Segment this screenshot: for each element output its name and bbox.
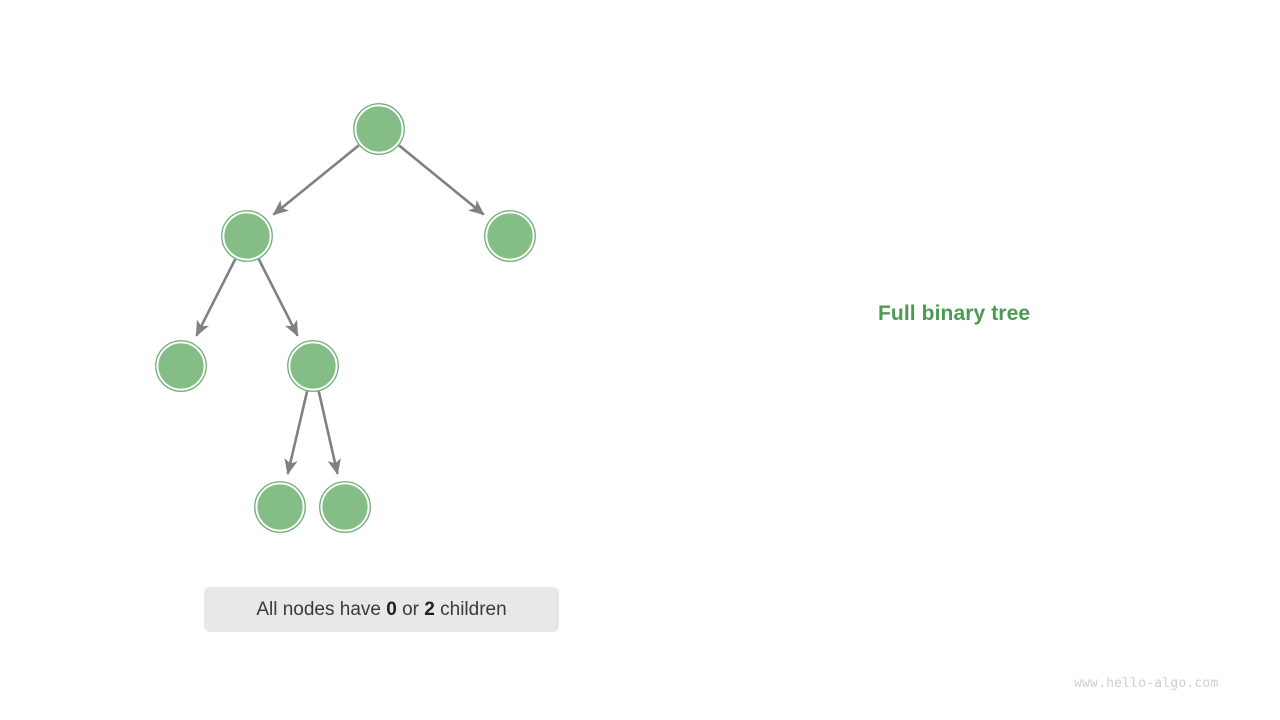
tree-node-gap: [222, 211, 272, 261]
tree-edge-layer: [195, 144, 485, 475]
tree-node-body: [258, 485, 302, 529]
tree-node-body: [225, 214, 269, 258]
tree-node-gap: [354, 104, 404, 154]
tree-node[interactable]: [254, 481, 306, 533]
tree-edge: [284, 391, 309, 475]
tree-node[interactable]: [287, 340, 339, 392]
tree-node-body: [291, 344, 335, 388]
caption-text: All nodes have 0 or 2 children: [256, 598, 507, 620]
tree-node-gap: [288, 341, 338, 391]
tree-node[interactable]: [319, 481, 371, 533]
tree-node-body: [357, 107, 401, 151]
tree-edge: [272, 144, 360, 216]
tree-node-layer: [155, 103, 536, 533]
caption-bold-number: 2: [424, 598, 435, 620]
tree-node[interactable]: [353, 103, 405, 155]
tree-node-gap: [156, 341, 206, 391]
tree-edge: [317, 391, 341, 475]
page-title: Full binary tree: [878, 302, 1031, 325]
tree-node-gap: [320, 482, 370, 532]
tree-node-body: [488, 214, 532, 258]
caption-badge: All nodes have 0 or 2 children: [204, 587, 559, 632]
tree-edge: [398, 144, 485, 216]
tree-node-body: [323, 485, 367, 529]
watermark-text: www.hello-algo.com: [1074, 676, 1219, 691]
tree-node-body: [159, 344, 203, 388]
tree-node[interactable]: [155, 340, 207, 392]
tree-node[interactable]: [484, 210, 536, 262]
caption-bold-number: 0: [386, 598, 397, 620]
tree-edge: [195, 258, 237, 337]
tree-edge: [257, 258, 299, 337]
tree-node-gap: [485, 211, 535, 261]
tree-node[interactable]: [221, 210, 273, 262]
tree-node-gap: [255, 482, 305, 532]
